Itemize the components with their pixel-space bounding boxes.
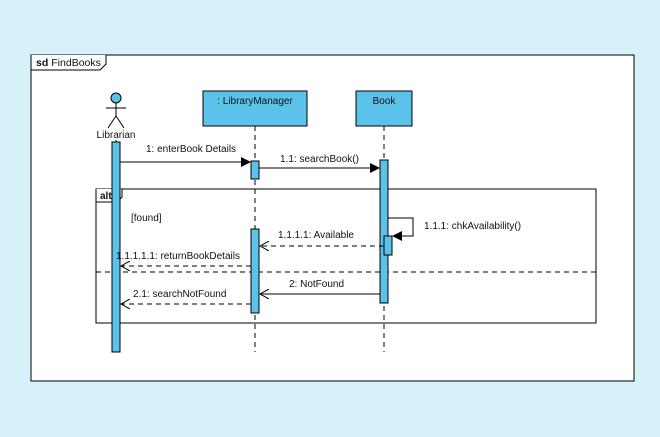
activation-librarian — [111, 141, 121, 353]
message-label-2-1: 2.1: searchNotFound — [133, 289, 226, 300]
activation-book — [379, 159, 389, 304]
actor-name: Librarian — [97, 130, 136, 141]
frame-name: FindBooks — [51, 57, 101, 69]
message-label-1-1-1-1: 1.1.1.1: Available — [278, 230, 354, 241]
message-label-1-1-1-1-1: 1.1.1.1.1: returnBookDetails — [116, 251, 240, 262]
message-label-1: 1: enterBook Details — [146, 144, 236, 155]
activation-manager-2 — [250, 228, 260, 314]
lifeline-label-book: Book — [373, 96, 397, 107]
activation-book-self — [383, 235, 393, 256]
alt-operator: alt — [100, 191, 112, 202]
message-label-1-1: 1.1: searchBook() — [280, 154, 359, 165]
message-label-1-1-1: 1.1.1: chkAvailability() — [424, 221, 521, 232]
diagram-frame — [30, 54, 635, 382]
alt-fragment — [95, 188, 597, 324]
alt-guard: [found] — [131, 213, 162, 224]
lifeline-label-librarymanager: : LibraryManager — [217, 96, 293, 107]
message-arrow-1-1-1 — [388, 217, 414, 241]
activation-manager-1 — [250, 160, 260, 180]
message-label-2: 2: NotFound — [289, 279, 344, 290]
frame-keyword: sd — [36, 57, 48, 69]
actor-icon — [106, 92, 126, 129]
frame-name-tab — [30, 55, 107, 71]
